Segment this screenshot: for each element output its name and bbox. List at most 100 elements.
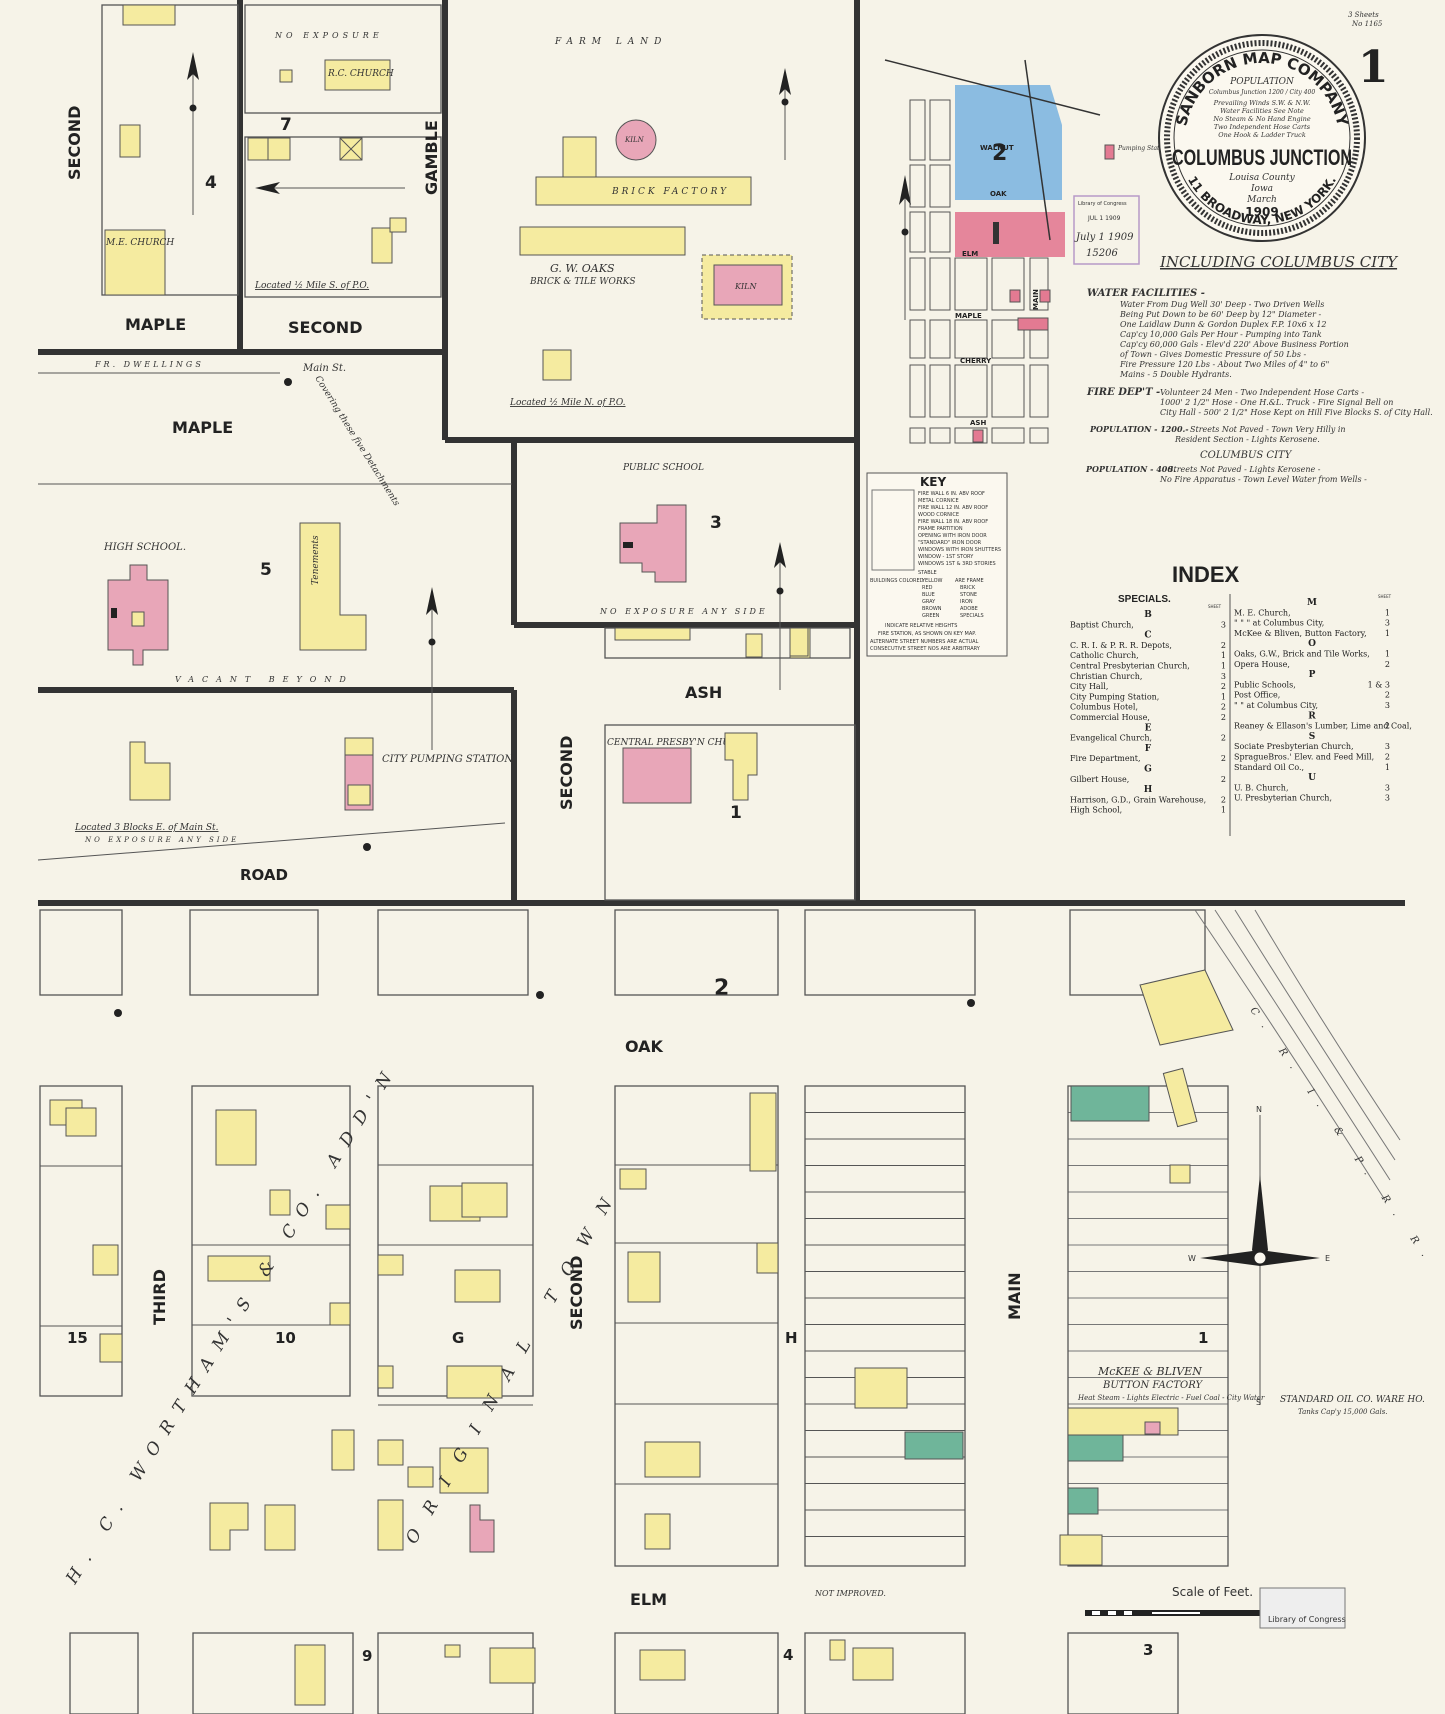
tenements-label: Tenements bbox=[311, 535, 321, 585]
seal-population-label: POPULATION bbox=[1229, 77, 1295, 87]
town-notes: WATER FACILITIES - Water From Dug Well 3… bbox=[1085, 288, 1433, 484]
fire-line-2: 1000' 2 1/2" Hose - One H.&L. Truck - Fi… bbox=[1160, 398, 1393, 407]
location-note-south: Located ½ Mile S. of P.O. bbox=[254, 280, 369, 291]
auto-house bbox=[1059, 1534, 1103, 1566]
population-2-line-1: Streets Not Paved - Lights Kerosene - bbox=[1168, 465, 1321, 474]
index-entry-sheet: 3 bbox=[1385, 701, 1390, 710]
fire-line-3: City Hall - 500' 2 1/2" Hose Kept on Hil… bbox=[1160, 408, 1433, 417]
index-letter-heading: E bbox=[1145, 723, 1152, 733]
library-stamp bbox=[1259, 1587, 1346, 1629]
index-entry-name: Commercial House, bbox=[1070, 713, 1150, 722]
index-entry-name: Evangelical Church, bbox=[1070, 734, 1152, 743]
index-letter-heading: C bbox=[1144, 631, 1151, 641]
key-colors-label: BUILDINGS COLORED bbox=[870, 578, 924, 584]
key-color-gray-meaning: IRON bbox=[960, 599, 973, 605]
block-number-1: 1 bbox=[730, 803, 742, 823]
central-presby-building bbox=[622, 747, 692, 804]
key-color-brown: BROWN bbox=[922, 606, 942, 612]
key-map-sheet-2-area bbox=[955, 85, 1062, 200]
me-church-label: M.E. CHURCH bbox=[105, 238, 174, 248]
population-2-line-2: No Fire Apparatus - Town Level Water fro… bbox=[1159, 475, 1367, 484]
key-line-7: OPENING WITH IRON DOOR bbox=[918, 533, 987, 539]
kiln-rect-label: KILN bbox=[734, 282, 757, 291]
railroad-label: C. R. I. & P. R. R. bbox=[1248, 1005, 1437, 1268]
index-letter-heading: U bbox=[1308, 773, 1316, 783]
no-exposure-label: NO EXPOSURE bbox=[274, 31, 383, 40]
key-map-pumping-station bbox=[1104, 144, 1115, 160]
index-sheet-label-right: SHEET bbox=[1378, 594, 1392, 599]
key-color-yellow: YELLOW bbox=[921, 578, 943, 584]
location-note-north: Located ½ Mile N. of P.O. bbox=[509, 397, 626, 408]
stamp-date: JUL 1 1909 bbox=[1087, 215, 1121, 222]
compass-s: S bbox=[1256, 1398, 1261, 1407]
key-footer-3: ALTERNATE STREET NUMBERS ARE ACTUAL bbox=[870, 639, 979, 645]
key-line-6: FRAME PARTITION bbox=[918, 526, 963, 532]
index-entry-name: City Hall, bbox=[1070, 682, 1108, 691]
columbus-city-title: COLUMBUS CITY bbox=[1200, 450, 1293, 461]
brick-dwelling-block-g bbox=[469, 1504, 495, 1553]
key-color-red-meaning: BRICK bbox=[960, 585, 976, 591]
water-line-7: Fire Pressure 120 Lbs - About Two Miles … bbox=[1119, 360, 1329, 369]
key-color-brown-meaning: ADOBE bbox=[960, 606, 978, 612]
key-line-5: FIRE WALL 18 IN. ABV ROOF bbox=[918, 519, 988, 525]
carp-repair-shop bbox=[1067, 1434, 1124, 1462]
index-letter-heading: G bbox=[1144, 765, 1152, 775]
key-map-street-walnut: WALNUT bbox=[980, 144, 1014, 152]
index-entry-name: Oaks, G.W., Brick and Tile Works, bbox=[1234, 650, 1370, 659]
index-entry-name: Fire Department, bbox=[1070, 754, 1141, 763]
stamp-handwritten-date: July 1 1909 bbox=[1074, 232, 1134, 243]
index-entry-sheet: 3 bbox=[1221, 620, 1226, 629]
street-label-ash: ASH bbox=[685, 683, 722, 702]
seal-state: Iowa bbox=[1250, 184, 1273, 194]
index-entry-name: U. Presbyterian Church, bbox=[1234, 794, 1332, 803]
key-map-street-elm: ELM bbox=[962, 250, 978, 258]
rc-church-building bbox=[324, 59, 391, 91]
seal-water: Water Facilities See Note bbox=[1220, 107, 1304, 115]
public-school-label: PUBLIC SCHOOL bbox=[622, 463, 704, 473]
index-entry-name: Public Schools, bbox=[1234, 680, 1296, 689]
index-entry-name: Catholic Church, bbox=[1070, 651, 1139, 660]
key-line-9: WINDOWS WITH IRON SHUTTERS bbox=[918, 547, 1001, 553]
library-stamp-label: Library of Congress bbox=[1268, 1615, 1346, 1624]
mckee-note: Heat Steam - Lights Electric - Fuel Coal… bbox=[1077, 1394, 1265, 1402]
compass-e: E bbox=[1325, 1254, 1330, 1263]
street-label-third: THIRD bbox=[150, 1269, 169, 1325]
index-entry-name: Gilbert House, bbox=[1070, 775, 1129, 784]
index-entry-name: Sociate Presbyterian Church, bbox=[1234, 742, 1354, 751]
index-entry-name: High School, bbox=[1070, 806, 1122, 815]
index-entry-sheet: 2 bbox=[1221, 641, 1226, 650]
index-entry-sheet: 1 bbox=[1221, 806, 1226, 815]
key-footer-4: CONSECUTIVE STREET NOS ARE ARBITRARY bbox=[870, 646, 981, 652]
key-map-street-maple: MAPLE bbox=[955, 312, 982, 320]
index-entry-name: Opera House, bbox=[1234, 660, 1290, 669]
inset-maple-strip: FR. DWELLINGS MAPLE Main St. Covering th… bbox=[38, 360, 512, 508]
population-1-line-2: Resident Section - Lights Kerosene. bbox=[1174, 435, 1320, 444]
block-number-15: 15 bbox=[67, 1329, 88, 1347]
key-color-blue-meaning: STONE bbox=[960, 592, 977, 598]
key-footer-2: FIRE STATION, AS SHOWN ON KEY MAP. bbox=[878, 631, 976, 637]
rc-church-label: R.C. CHURCH bbox=[327, 69, 394, 79]
index-entry-sheet: 2 bbox=[1221, 795, 1226, 804]
key-line-2: METAL CORNICE bbox=[918, 498, 959, 504]
index-right-column: MM. E. Church,1" " " at Columbus City,3M… bbox=[1234, 598, 1412, 803]
seal-hook: One Hook & Ladder Truck bbox=[1218, 131, 1306, 139]
key-map-street-oak: OAK bbox=[990, 190, 1007, 198]
original-town-label: ORIGINAL TOWN bbox=[402, 1178, 627, 1548]
index-entry-sheet: 1 bbox=[1385, 629, 1390, 638]
no-exposure-any-side-label: NO EXPOSURE ANY SIDE bbox=[84, 836, 239, 844]
index-entry-sheet: 3 bbox=[1385, 794, 1390, 803]
paint-shop bbox=[1067, 1487, 1099, 1515]
index-title: INDEX bbox=[1172, 562, 1240, 587]
inset-block-4-7: SECOND GAMBLE MAPLE SECOND 4 7 R.C. CHUR… bbox=[65, 4, 442, 337]
seal-hose: Two Independent Hose Carts bbox=[1214, 123, 1311, 131]
index-letter-heading: H bbox=[1144, 785, 1153, 795]
fire-dept-title: FIRE DEP'T - bbox=[1086, 387, 1160, 398]
key-footer-1: INDICATE RELATIVE HEIGHTS bbox=[885, 623, 957, 629]
key-map-street-main: MAIN bbox=[1032, 289, 1040, 310]
scale-bar: Scale of Feet. Library of Congress bbox=[1085, 1585, 1346, 1629]
index-letter-heading: M bbox=[1307, 598, 1317, 608]
population-1-title: POPULATION - 1200.- bbox=[1089, 424, 1189, 434]
index-entry-sheet: 2 bbox=[1221, 775, 1226, 784]
